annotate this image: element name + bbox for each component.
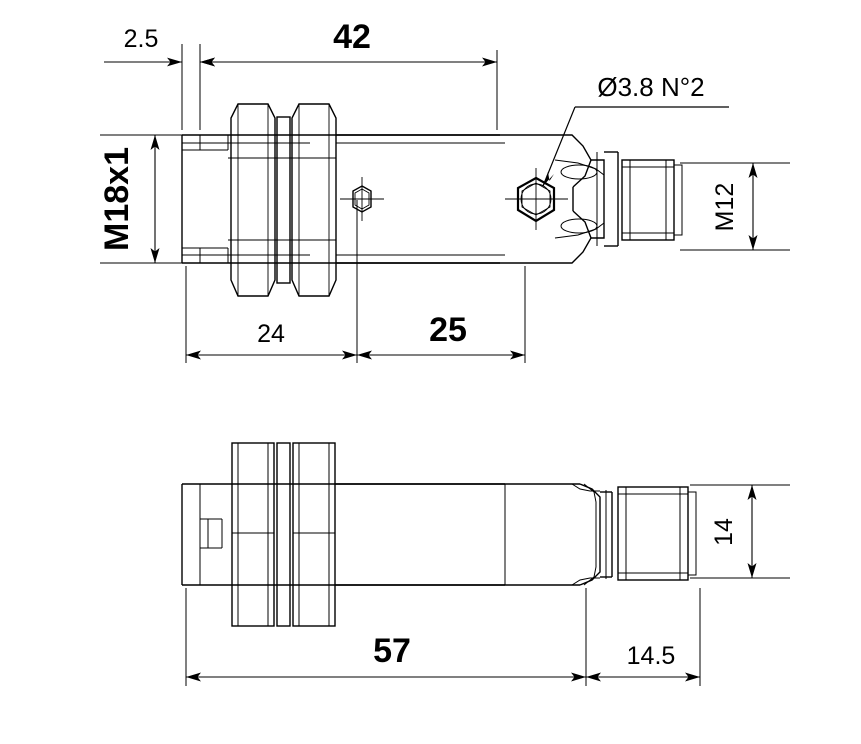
plan-hex-nut-right <box>292 442 336 627</box>
dimension-label-25: 25 <box>429 311 467 349</box>
dimension-42: 42 <box>199 18 498 130</box>
dimension-label-2-5: 2.5 <box>124 25 159 53</box>
hex-socket-callout <box>505 168 568 230</box>
dimension-24: 24 <box>185 266 358 363</box>
hole-callout-note: Ø3.8 N°2 <box>542 72 729 187</box>
dimension-14: 14 <box>690 484 790 579</box>
plan-nose-block <box>181 483 505 586</box>
dimension-14-5: 14.5 <box>585 588 701 686</box>
plan-washer-spacer <box>276 442 291 627</box>
plan-view: 14 57 14.5 <box>181 442 790 686</box>
plan-main-body <box>335 483 580 586</box>
dimension-label-14: 14 <box>710 518 738 546</box>
hex-nut-right <box>291 103 337 297</box>
connector-transition <box>505 134 605 264</box>
sensor-main-body <box>336 134 505 264</box>
dimension-label-m12: M12 <box>711 183 739 232</box>
plan-connector-transition <box>571 483 613 586</box>
dimension-25: 25 <box>356 200 526 363</box>
dimension-label-57: 57 <box>373 632 411 670</box>
hole-callout-label: Ø3.8 N°2 <box>597 72 704 102</box>
side-elevation-view: 2.5 42 M18x1 <box>98 18 790 363</box>
dimension-57: 57 <box>185 588 587 686</box>
dimension-m12: M12 <box>680 162 790 251</box>
hex-nut-left <box>230 103 276 297</box>
hex-socket-mid <box>340 177 384 221</box>
m12-connector-barrel <box>604 151 683 247</box>
dimension-label-14-5: 14.5 <box>627 642 676 670</box>
dimension-2-5: 2.5 <box>104 25 268 130</box>
dimension-label-42: 42 <box>333 18 371 56</box>
plan-hex-nut-left <box>231 442 275 627</box>
dimension-m18x1: M18x1 <box>98 134 182 264</box>
dimension-label-24: 24 <box>257 320 285 348</box>
plan-m12-connector <box>617 486 697 581</box>
dimension-label-m18x1: M18x1 <box>98 147 136 251</box>
washer-spacer <box>276 116 291 284</box>
